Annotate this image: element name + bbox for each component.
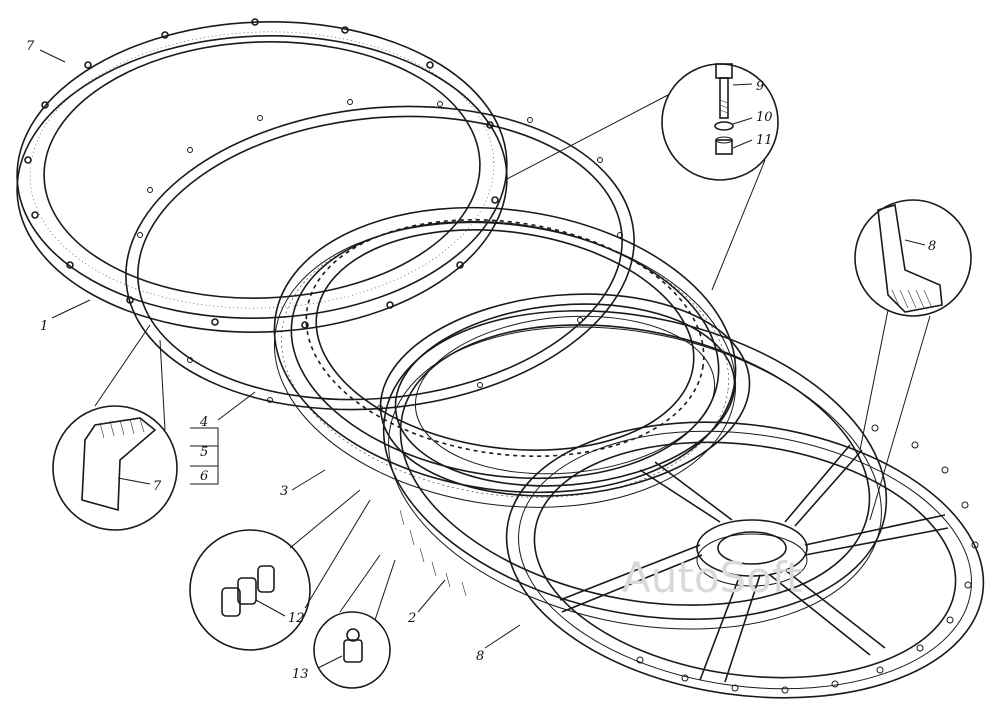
leader-lines xyxy=(39,49,521,649)
label-5: 5 xyxy=(200,445,208,460)
label-8-inset: 8 xyxy=(928,239,936,254)
spacer-block-icon xyxy=(877,203,943,313)
washer-icon xyxy=(714,121,734,131)
label-3: 3 xyxy=(280,484,288,499)
segment-callout xyxy=(52,324,178,531)
label-4: 4 xyxy=(199,415,208,430)
label-7-inset: 7 xyxy=(153,479,162,494)
part-labels: 7 1 4 5 6 3 7 12 13 2 8 9 10 11 8 xyxy=(26,39,936,682)
inner-bearing-ring xyxy=(379,293,751,497)
label-10: 10 xyxy=(756,110,773,125)
label-2: 2 xyxy=(407,611,416,626)
segment-block-icon xyxy=(81,417,157,512)
nut-icon xyxy=(715,136,733,155)
label-12: 12 xyxy=(288,611,305,626)
watermark: AutoSoft xyxy=(622,553,802,602)
grease-fitting-icon xyxy=(343,628,363,663)
lower-ring xyxy=(382,310,888,630)
label-11: 11 xyxy=(756,133,773,148)
thin-ring xyxy=(125,99,635,411)
bolt-icon xyxy=(715,63,733,119)
rollers-callout xyxy=(189,489,371,651)
fitting-callout xyxy=(313,554,396,689)
label-7-top: 7 xyxy=(26,39,35,54)
roller-icon xyxy=(221,565,275,617)
spacer-callout xyxy=(854,199,972,521)
label-13: 13 xyxy=(292,667,309,682)
label-9: 9 xyxy=(756,79,764,94)
base-frame-holes xyxy=(636,424,979,694)
top-ring xyxy=(16,18,508,333)
top-ring-holes xyxy=(24,18,499,329)
label-6: 6 xyxy=(200,469,208,484)
label-8-bottom: 8 xyxy=(476,649,484,664)
fastener-callout xyxy=(504,63,779,291)
label-1: 1 xyxy=(40,319,48,334)
